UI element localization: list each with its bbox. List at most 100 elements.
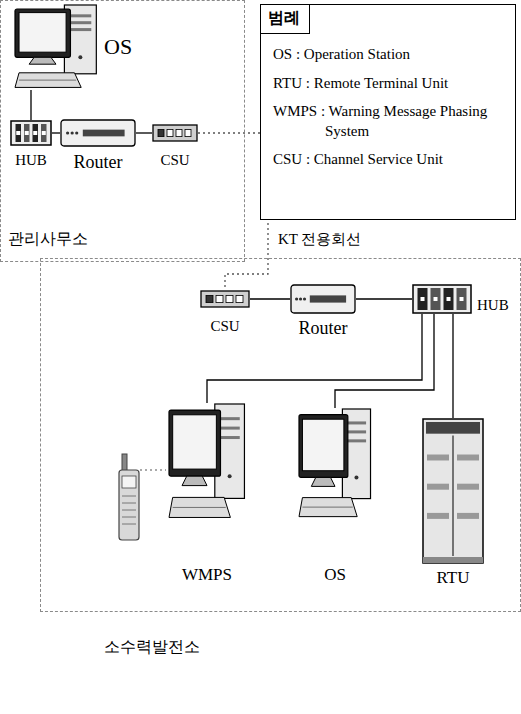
drive-slot	[347, 430, 366, 433]
csu-port	[176, 129, 182, 136]
legend-entry: OS : Operation Station	[273, 45, 507, 65]
router-icon	[290, 284, 356, 314]
hub-port	[42, 131, 46, 135]
device-label: Router	[74, 152, 123, 173]
device-label: HUB	[15, 152, 47, 169]
legend-heading: 범례	[261, 5, 310, 34]
csu-case	[153, 125, 197, 141]
device-label: CSU	[160, 152, 189, 169]
computer-icon	[14, 4, 98, 90]
network-link	[335, 314, 434, 408]
csu-port	[216, 295, 223, 302]
csu-port	[206, 295, 213, 302]
router-light	[295, 297, 298, 300]
rtu-base	[423, 557, 483, 563]
hub-port	[421, 297, 425, 301]
csu-icon	[152, 124, 198, 142]
power-button	[354, 475, 358, 479]
device-node: OS	[14, 4, 132, 90]
legend-box: 범례 OS : Operation StationRTU : Remote Ter…	[260, 4, 516, 220]
monitor-frame	[15, 9, 70, 57]
rtu-door-split	[453, 436, 454, 556]
power-button	[78, 55, 82, 59]
hub-port	[434, 297, 438, 301]
device-node: RTU	[422, 418, 484, 588]
network-link	[250, 298, 290, 299]
device-label: CSU	[210, 318, 239, 335]
rtu-module	[457, 484, 479, 490]
router-panel	[83, 130, 125, 137]
hub-icon	[412, 284, 472, 314]
drive-slot	[69, 14, 91, 17]
hub-module	[418, 288, 428, 310]
device-label: RTU	[437, 568, 470, 588]
hub-port	[25, 131, 29, 135]
keyboard-row	[173, 507, 226, 508]
legend-entry: WMPS : Warning Message Phasing System	[273, 102, 507, 141]
hub-port	[460, 297, 464, 301]
power-button	[228, 474, 232, 478]
computer-icon	[168, 403, 246, 521]
rtu-cabinet	[423, 419, 483, 563]
wireless-link	[140, 469, 166, 470]
drive-slot	[347, 421, 366, 424]
hub-module	[16, 124, 22, 142]
csu-icon	[200, 290, 250, 308]
device-label: OS	[324, 565, 346, 585]
hub-module	[431, 288, 441, 310]
drive-slot	[219, 436, 239, 439]
hub-case	[11, 121, 51, 145]
drive-slot	[347, 439, 366, 442]
rtu-module	[457, 513, 479, 519]
pager-symbol	[119, 454, 139, 540]
network-link	[136, 132, 152, 133]
keyboard	[15, 73, 81, 88]
legend-list: OS : Operation StationRTU : Remote Termi…	[273, 45, 507, 179]
hub-module	[444, 288, 454, 310]
csu-port	[158, 129, 164, 136]
legend-text: WMPS : Warning Message Phasing System	[273, 103, 487, 139]
router-case	[61, 120, 135, 146]
hub-port	[33, 131, 37, 135]
router-light	[66, 131, 69, 134]
monitor-screen	[19, 13, 66, 53]
csu-port	[167, 129, 173, 136]
drive-slot	[219, 417, 239, 420]
device-node: Router	[60, 119, 136, 173]
device-node: CSU	[200, 290, 250, 335]
drive-slot	[69, 28, 91, 31]
keyboard-row	[19, 80, 76, 81]
drive-slot	[69, 21, 91, 24]
rtu-module	[427, 484, 449, 490]
site-region: 관리사무소OSHUBRouterCSU	[0, 0, 245, 262]
monitor-stand	[182, 476, 207, 485]
network-link	[52, 132, 60, 133]
drive-slot	[219, 427, 239, 430]
hub-module	[457, 288, 467, 310]
router-panel	[310, 295, 346, 302]
monitor-frame	[169, 410, 220, 476]
rtu-module	[427, 455, 449, 461]
site-region: 소수력발전소 CSU Router HUB WMPS OS RTU	[40, 258, 521, 668]
network-link	[198, 133, 268, 290]
legend-entry: CSU : Channel Service Unit	[273, 150, 507, 170]
device-node: WMPS	[168, 403, 246, 585]
line-label: KT 전용회선	[276, 231, 363, 248]
keyboard	[169, 497, 230, 517]
legend-text: RTU : Remote Terminal Unit	[273, 75, 448, 91]
computer-icon	[298, 408, 372, 520]
router-icon	[60, 119, 136, 147]
device-node: Router	[290, 284, 356, 339]
monitor-frame	[299, 415, 348, 478]
device-label: OS	[104, 34, 132, 59]
rtu-module	[457, 455, 479, 461]
device-node: HUB	[10, 120, 52, 169]
network-link	[356, 298, 412, 299]
legend-text: OS : Operation Station	[273, 46, 410, 62]
monitor-stand	[29, 57, 56, 64]
device-label: HUB	[477, 297, 509, 314]
region-label: 소수력발전소	[104, 638, 200, 656]
csu-port	[226, 295, 233, 302]
legend-text: CSU : Channel Service Unit	[273, 151, 443, 167]
